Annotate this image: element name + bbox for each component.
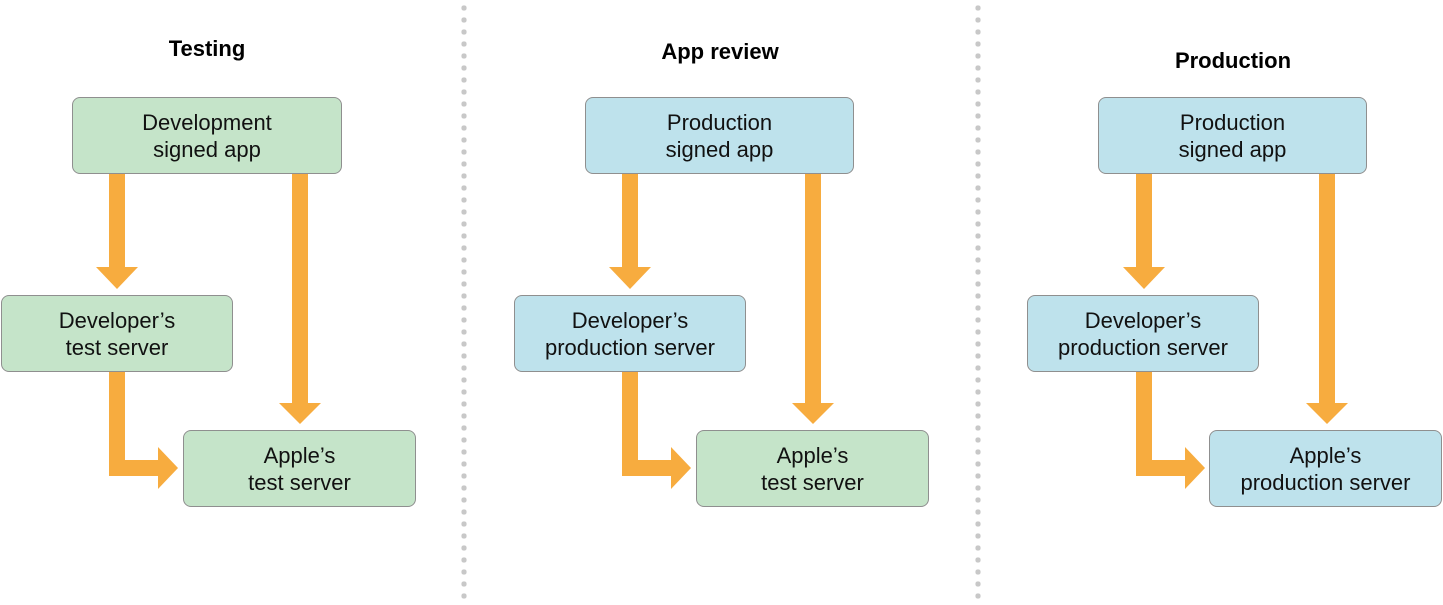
arrow-head (158, 447, 178, 489)
arrow-shaft (109, 371, 125, 476)
app-box-line2: signed app (153, 136, 261, 162)
arrow-shaft (622, 371, 638, 476)
developer-server-line1: Developer’s (58, 307, 176, 333)
arrow-head (671, 447, 691, 489)
app-box-line1: Production (1179, 109, 1286, 135)
arrow-shaft (292, 174, 308, 404)
arrow-head (1185, 447, 1205, 489)
panel-divider (461, 0, 467, 605)
arrow-shaft (1136, 371, 1152, 476)
arrow-shaft (1136, 174, 1152, 268)
arrow-shaft (1136, 460, 1186, 476)
app-box: Development signed app (72, 97, 342, 174)
developer-server-line1: Developer’s (1084, 307, 1202, 333)
arrow-shaft (622, 174, 638, 268)
arrow-head (96, 267, 138, 289)
app-box: Production signed app (585, 97, 854, 174)
apple-server-line2: test server (761, 469, 864, 495)
panel-production: Production Production signed app Develop… (978, 0, 1443, 605)
apple-server-box: Apple’s production server (1209, 430, 1442, 507)
developer-server-box: Developer’s production server (1027, 295, 1259, 372)
apple-server-line1: Apple’s (776, 442, 849, 468)
app-box-line2: signed app (1178, 136, 1287, 162)
arrow-head (279, 403, 321, 424)
arrow-head (609, 267, 651, 289)
arrow-shaft (805, 174, 821, 404)
arrow-head (1306, 403, 1348, 424)
apple-server-line1: Apple’s (1289, 442, 1362, 468)
apple-server-line2: production server (1240, 469, 1411, 495)
app-box: Production signed app (1098, 97, 1367, 174)
flow-arrows (96, 174, 321, 489)
panel-title: Testing (168, 36, 246, 61)
panel-divider (975, 0, 981, 605)
panel-app-review: App review Production signed app Develop… (464, 0, 978, 605)
arrow-shaft (109, 460, 159, 476)
arrow-shaft (1319, 174, 1335, 404)
apple-server-line1: Apple’s (263, 442, 336, 468)
app-box-line1: Production (666, 109, 773, 135)
arrow-head (792, 403, 834, 424)
app-box-line2: signed app (665, 136, 774, 162)
developer-server-box: Developer’s test server (1, 295, 233, 372)
apple-server-box: Apple’s test server (183, 430, 416, 507)
apple-server-line2: test server (248, 469, 351, 495)
developer-server-line2: production server (545, 334, 715, 360)
app-box-line1: Development (142, 109, 272, 135)
apple-server-box: Apple’s test server (696, 430, 929, 507)
arrow-shaft (109, 174, 125, 268)
developer-server-box: Developer’s production server (514, 295, 746, 372)
panel-title: Production (1174, 48, 1292, 73)
flow-arrows (1123, 174, 1348, 489)
panel-testing: Testing Development signed app Developer… (0, 0, 464, 605)
panel-title: App review (661, 39, 779, 64)
arrow-shaft (622, 460, 672, 476)
developer-server-line1: Developer’s (571, 307, 689, 333)
flow-arrows (609, 174, 834, 489)
developer-server-line2: production server (1058, 334, 1228, 360)
developer-server-line2: test server (65, 334, 169, 360)
arrow-head (1123, 267, 1165, 289)
